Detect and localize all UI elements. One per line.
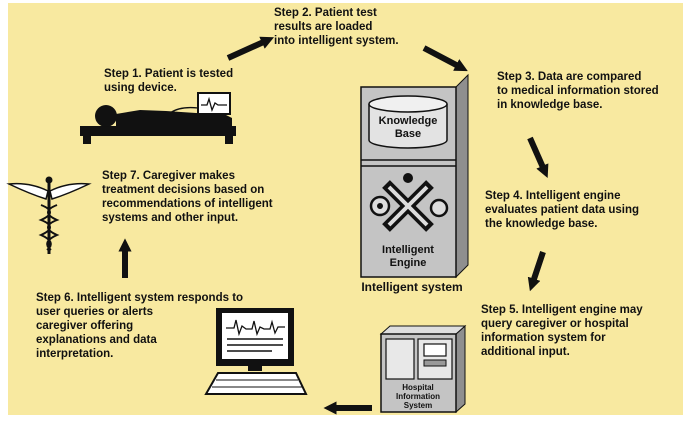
arrow-step4-to-step5 <box>527 251 546 292</box>
knowledge-base-cylinder-icon <box>368 95 448 149</box>
hospital-label-line2: Information <box>396 392 440 401</box>
computer-monitor-icon <box>216 308 294 371</box>
intelligent-system-caption: Intelligent system <box>361 280 462 294</box>
knowledge-base-label-line2: Base <box>395 128 421 140</box>
diagram-background <box>8 3 683 415</box>
arrow-step3-to-step4 <box>527 136 549 179</box>
step-1-text: Step 1. Patient is tested using device. <box>104 68 234 94</box>
monitoring-device-icon <box>169 92 231 115</box>
hospital-label-line1: Hospital <box>402 383 434 392</box>
arrow-step1-to-step2 <box>226 36 275 61</box>
keyboard-icon <box>204 372 308 395</box>
step-3-text: Step 3. Data are compared to medical inf… <box>497 71 659 111</box>
arrow-step2-to-step3 <box>422 45 468 72</box>
step-2-text: Step 2. Patient test results are loaded … <box>274 7 399 47</box>
caduceus-icon <box>6 176 92 254</box>
intelligent-engine-label-line1: Intelligent <box>382 244 434 256</box>
hospital-label-line3: System <box>404 401 432 410</box>
knowledge-base-label-line1: Knowledge <box>379 115 438 127</box>
step-6-text: Step 6. Intelligent system responds to u… <box>36 292 244 360</box>
hospital-cabinet-icon <box>379 324 467 414</box>
engine-gears-icon <box>369 173 449 232</box>
intelligent-engine-label-line2: Engine <box>390 257 427 269</box>
step-5-text: Step 5. Intelligent engine may query car… <box>481 304 643 358</box>
step-7-text: Step 7. Caregiver makes treatment decisi… <box>102 170 273 224</box>
step-4-text: Step 4. Intelligent engine evaluates pat… <box>485 190 640 230</box>
